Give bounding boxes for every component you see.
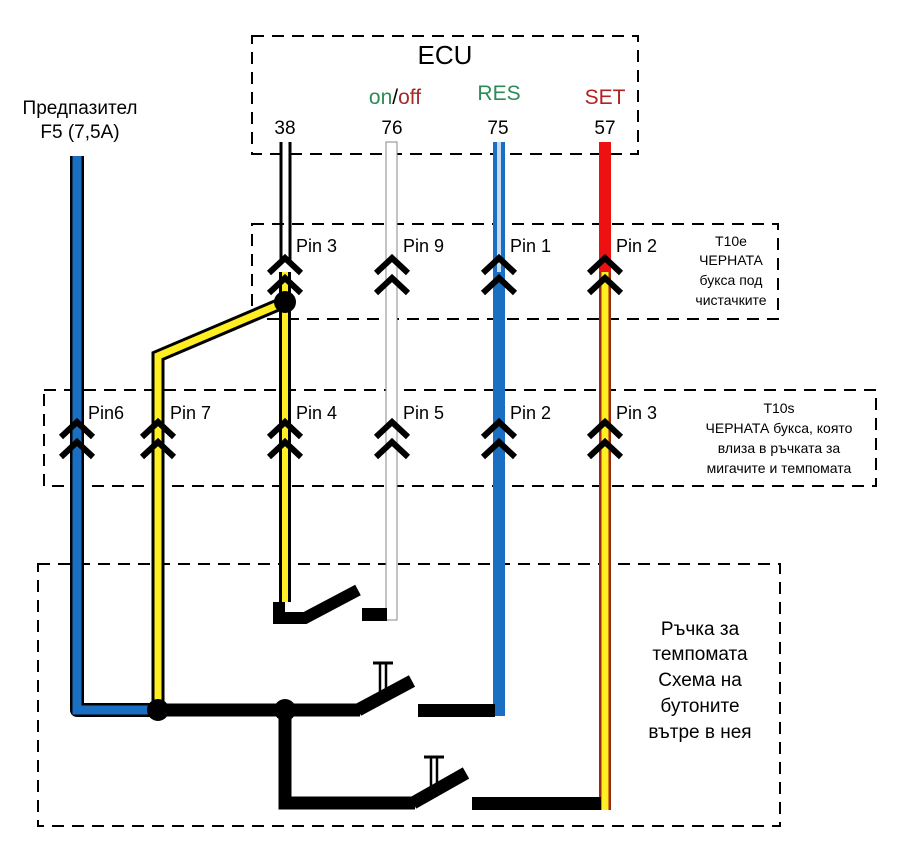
fuse-label-line2: F5 (7,5A) — [40, 122, 119, 143]
ecu-terminal-75: 75 — [487, 118, 508, 139]
connector-chevron-icon — [139, 437, 177, 460]
t10e-desc-line: букса под — [700, 272, 763, 288]
onoff-slash-part: / — [392, 86, 398, 109]
connector-chevron-icon — [139, 417, 177, 440]
t10s-desc-line: ЧЕРНАТА букса, която — [706, 420, 853, 436]
t10s-pin-label: Pin 2 — [510, 403, 551, 423]
connector-chevron-icon — [373, 437, 411, 460]
wire-38-black — [279, 142, 292, 262]
connector-chevron-icon — [586, 417, 624, 440]
t10e-desc-line: ЧЕРНАТА — [699, 252, 763, 268]
ecu-function-res: RES — [477, 82, 520, 105]
connector-chevron-icon — [586, 437, 624, 460]
connector-t10e-box — [251, 223, 779, 320]
wire-yellow-pin7 — [151, 296, 288, 706]
ecu-title: ECU — [418, 40, 473, 70]
wire-yellow-pin4 — [279, 272, 291, 602]
onoff-on-part: on — [369, 86, 392, 109]
t10s-pin-label: Pin 4 — [296, 403, 337, 423]
connector-chevron-icon — [480, 437, 518, 460]
pushbutton-set-icon — [424, 755, 444, 786]
connector-t10s-box — [43, 389, 877, 487]
fuse-label-line1: Предпазител — [23, 98, 138, 119]
wire-57-set — [599, 142, 611, 810]
switch-res — [158, 661, 495, 717]
wires — [70, 141, 611, 810]
pushbutton-res-icon — [373, 661, 393, 692]
connector-chevron-icon — [58, 437, 96, 460]
ecu-function-onoff: on/off — [369, 86, 421, 109]
junction-dot-pin3 — [274, 291, 296, 313]
switch-set — [278, 710, 601, 810]
connector-chevron-icon — [480, 273, 518, 296]
connector-chevron-icon — [586, 253, 624, 276]
switch-block-box — [37, 563, 781, 827]
switch-block-desc-line: Схема на — [658, 670, 742, 691]
ecu-terminal-76: 76 — [381, 118, 402, 139]
connector-chevron-icon — [266, 273, 304, 296]
t10s-pin-label: Pin 5 — [403, 403, 444, 423]
connector-chevron-icon — [266, 253, 304, 276]
ecu-terminal-38: 38 — [274, 118, 295, 139]
connector-chevron-icon — [373, 417, 411, 440]
wire-fuse-blue — [70, 156, 158, 717]
t10s-name: T10s — [763, 400, 794, 416]
ecu-box — [251, 35, 639, 155]
connector-chevron-icon — [586, 273, 624, 296]
switch-block-desc-line: темпомата — [652, 644, 748, 665]
t10s-pin-label: Pin 3 — [616, 403, 657, 423]
connector-chevron-icon — [266, 437, 304, 460]
t10e-desc-line: чистачките — [695, 292, 766, 308]
switch-onoff — [273, 584, 387, 624]
onoff-off-part: off — [398, 86, 421, 109]
t10e-name: T10e — [715, 233, 747, 249]
connector-t10e-chevrons — [266, 253, 624, 296]
t10s-pin-label: Pin 7 — [170, 403, 211, 423]
connector-chevron-icon — [58, 417, 96, 440]
t10e-pin-label: Pin 9 — [403, 236, 444, 256]
ecu-function-set: SET — [585, 86, 626, 109]
t10s-desc-line: влиза в ръчката за — [718, 440, 841, 456]
t10e-pin-label: Pin 3 — [296, 236, 337, 256]
wire-75-blue — [493, 142, 505, 716]
t10e-pin-label: Pin 2 — [616, 236, 657, 256]
ecu-terminal-57: 57 — [594, 118, 615, 139]
t10e-pin-label: Pin 1 — [510, 236, 551, 256]
connector-chevron-icon — [373, 253, 411, 276]
wire-76-white — [385, 141, 398, 621]
switch-block-desc-line: вътре в нея — [648, 722, 751, 743]
connector-chevron-icon — [480, 417, 518, 440]
connector-t10s-chevrons — [58, 417, 624, 460]
switch-block-desc-line: бутоните — [660, 696, 739, 717]
connector-chevron-icon — [266, 417, 304, 440]
t10s-desc-line: мигачите и темпомата — [707, 460, 852, 476]
t10s-pin-label: Pin6 — [88, 403, 124, 423]
connector-chevron-icon — [480, 253, 518, 276]
switch-block-desc-line: Ръчка за — [661, 619, 740, 640]
connector-chevron-icon — [373, 273, 411, 296]
